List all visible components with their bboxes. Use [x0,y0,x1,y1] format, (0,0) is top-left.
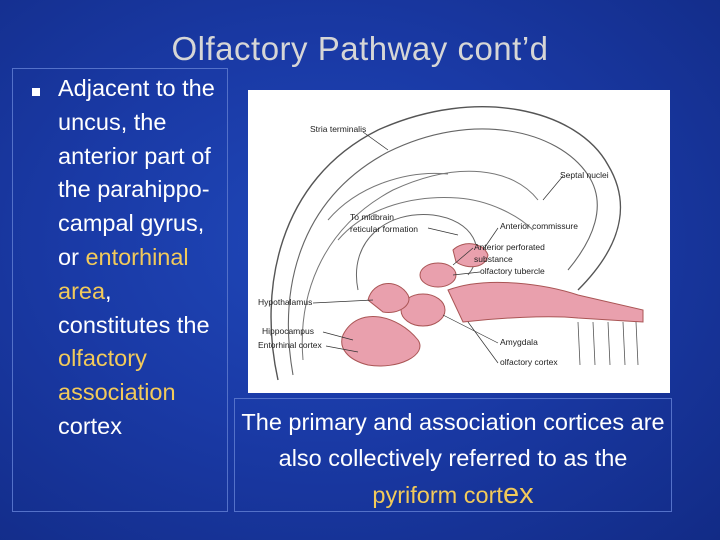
label-olfactory-tubercle: olfactory tubercle [480,266,545,276]
highlight-pyriform-suffix: ex [503,478,534,510]
highlight-pyriform: pyriform cort [372,482,503,508]
bullet-text: Adjacent to the uncus, the anterior part… [58,72,228,444]
label-anterior-perforated-2: substance [474,254,513,264]
label-stria-terminalis: Stria terminalis [310,124,366,134]
nerve-fiber [636,322,638,365]
label-olfactory-cortex: olfactory cortex [500,357,558,367]
entorhinal-shape [342,316,420,365]
inner-contour [288,129,597,375]
nerve-fiber [578,322,580,365]
bullet-text-part-1: Adjacent to the uncus, the anterior part… [58,75,215,270]
slide-title: Olfactory Pathway cont’d [0,30,720,68]
nerve-fiber [593,322,595,365]
leader-line [363,132,388,150]
nerve-fiber [623,322,625,365]
olfactory-pathway-diagram: Stria terminalis Septal nuclei To midbra… [248,90,670,393]
caption-text: The primary and association cortices are… [234,404,672,513]
leader-line [453,272,480,275]
olfactory-tract [448,282,643,322]
caption-part-1: The primary and association cortices are… [241,409,664,471]
label-septal-nuclei: Septal nuclei [560,170,609,180]
leader-line [468,322,498,363]
label-amygdala: Amygdala [500,337,538,347]
diagram-svg: Stria terminalis Septal nuclei To midbra… [248,90,670,393]
label-hippocampus: Hippocampus [262,326,314,336]
label-to-midbrain-1: To midbrain [350,212,394,222]
bullet-text-part-3: cortex [58,413,122,439]
label-to-midbrain-2: reticular formation [350,224,418,234]
nerve-fiber [608,322,610,365]
label-anterior-commissure: Anterior commissure [500,221,578,231]
label-hypothalamus: Hypothalamus [258,297,312,307]
outer-contour [271,107,620,380]
label-anterior-perforated-1: Anterior perforated [474,242,545,252]
label-entorhinal-cortex: Entorhinal cortex [258,340,323,350]
hypothalamus-shape [368,284,409,313]
highlight-olfactory-association: olfactory association [58,345,176,405]
olfactory-tubercle-shape [420,263,456,287]
bullet-square-icon [32,88,40,96]
leader-line [313,300,373,303]
leader-line [428,228,458,235]
